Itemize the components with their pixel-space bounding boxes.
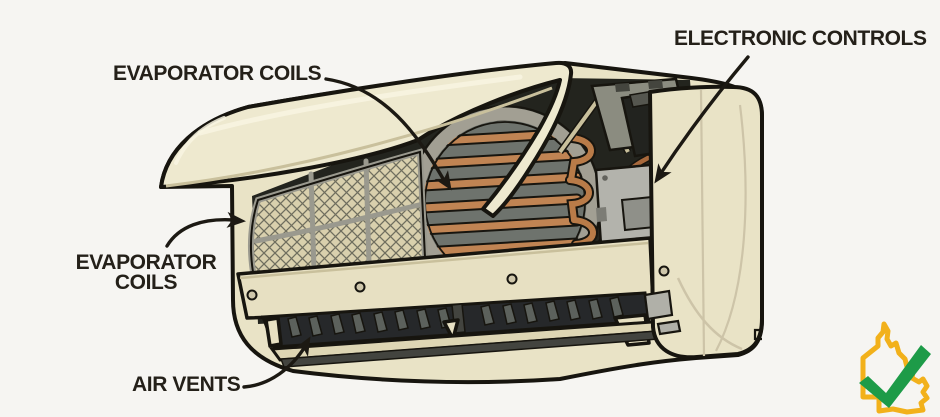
screw (354, 281, 366, 293)
arrow-evaporator-side (165, 218, 236, 248)
label-electronic-controls: ELECTRONIC CONTROLS (674, 27, 927, 50)
label-evaporator-coils-top: EVAPORATOR COILS (113, 62, 322, 85)
arrow-electronic-controls (657, 55, 750, 178)
indicator-button (656, 319, 682, 336)
arrow-air-vents (242, 343, 308, 389)
queensland-check-icon (859, 321, 931, 415)
arrow-evaporator-top (324, 77, 447, 184)
screw (658, 265, 670, 277)
checkmark-icon (859, 345, 931, 408)
display-window (643, 289, 674, 321)
air-filter-mesh (247, 148, 429, 282)
label-air-vents: AIR VENTS (132, 373, 241, 396)
label-evaporator-coils-side-line2: COILS (114, 271, 178, 294)
right-end-cap (643, 84, 764, 360)
screw (246, 289, 258, 301)
callout-arrows (165, 55, 750, 389)
label-evaporator-coils-side: EVAPORATOR COILS (70, 251, 222, 294)
label-evaporator-coils-side-line1: EVAPORATOR (75, 251, 217, 274)
screw (506, 273, 518, 285)
lid-panel (159, 60, 574, 218)
